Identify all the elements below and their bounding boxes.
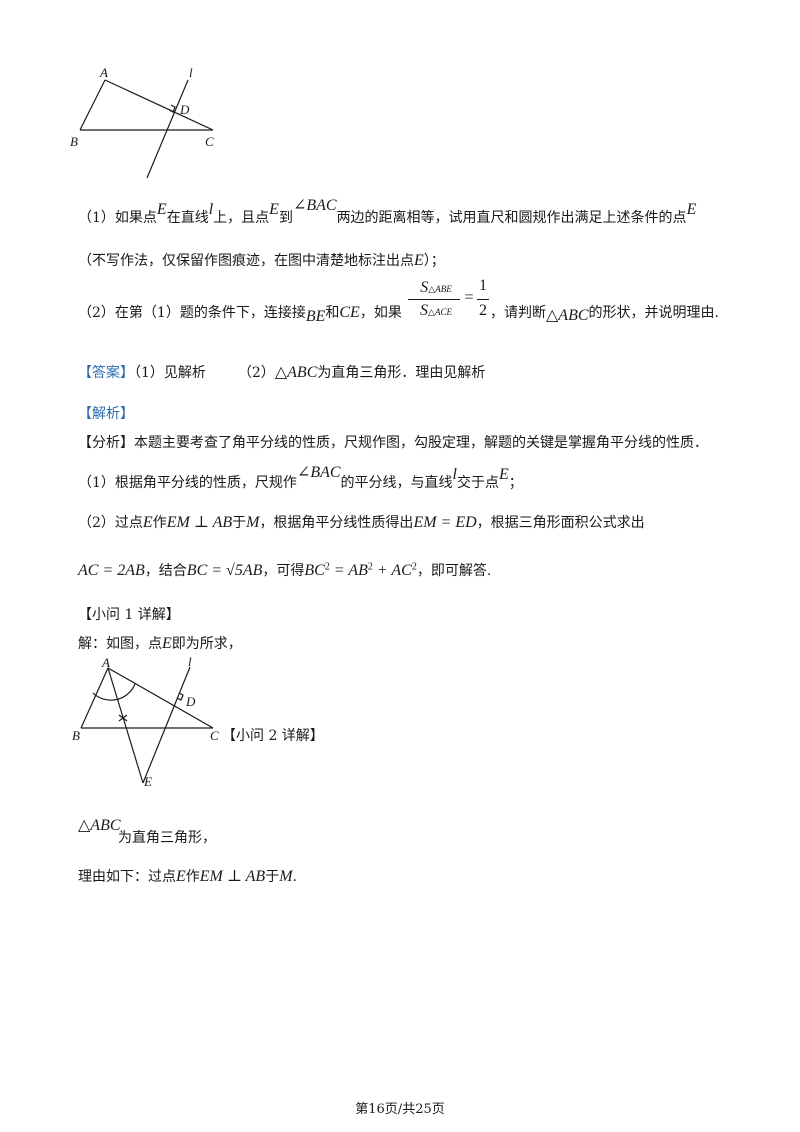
question-2-tail: ，请判断△ABC的形状，并说明理由. — [490, 305, 719, 324]
sub-question-1-label: 【小问 1 详解】 — [78, 607, 180, 623]
analysis-line-2: （1）根据角平分线的性质，尺规作∠BAC的平分线，与直线l交于点E； — [78, 464, 523, 491]
analysis-line-3: （2）过点E作EM ⊥ AB于M，根据角平分线性质得出EM = ED，根据三角形… — [78, 514, 645, 531]
label-d: D — [185, 694, 196, 709]
question-1-line-1: （1）如果点E在直线l上，且点E到∠BAC两边的距离相等，试用直尺和圆规作出满足… — [78, 197, 697, 226]
figure-triangle-abc-line-l: A l D B C — [70, 65, 214, 179]
label-e: E — [143, 774, 152, 789]
label-l: l — [189, 65, 193, 80]
figure-construction-with-point-e: A l D B C E — [72, 655, 219, 789]
sub-question-2-triangle: △ABC — [78, 817, 121, 834]
label-b: B — [72, 728, 80, 743]
sub-question-2-reason: 理由如下：过点E作EM ⊥ AB于M. — [78, 868, 297, 885]
label-c: C — [210, 728, 219, 743]
sub-question-1-solution: 解：如图，点E即为所求， — [78, 635, 242, 652]
label-l: l — [188, 655, 192, 669]
label-a: A — [99, 65, 108, 80]
sub-question-2-label: 【小问 2 详解】 — [222, 728, 324, 744]
sub-question-2-conclusion: 为直角三角形， — [118, 830, 216, 846]
analysis-line-1: 【分析】本题主要考查了角平分线的性质，尺规作图，勾股定理，解题的关键是掌握角平分… — [78, 435, 708, 451]
label-d: D — [179, 102, 190, 117]
answer-line: 【答案】（1）见解析（2）△ABC为直角三角形．理由见解析 — [78, 364, 486, 381]
page-footer: 第16页/共25页 — [355, 1102, 445, 1117]
analysis-label: 【解析】 — [78, 406, 134, 422]
question-1-line-2: （不写作法，仅保留作图痕迹，在图中清楚地标注出点E）； — [78, 252, 445, 269]
label-a: A — [101, 655, 110, 670]
analysis-line-4: AC = 2AB，结合BC = √5AB，可得BC2 = AB2 + AC2，即… — [78, 561, 492, 579]
question-2: （2）在第（1）题的条件下，连接接BE和CE，如果 — [78, 304, 402, 325]
label-b: B — [70, 134, 78, 149]
label-c: C — [205, 134, 214, 149]
